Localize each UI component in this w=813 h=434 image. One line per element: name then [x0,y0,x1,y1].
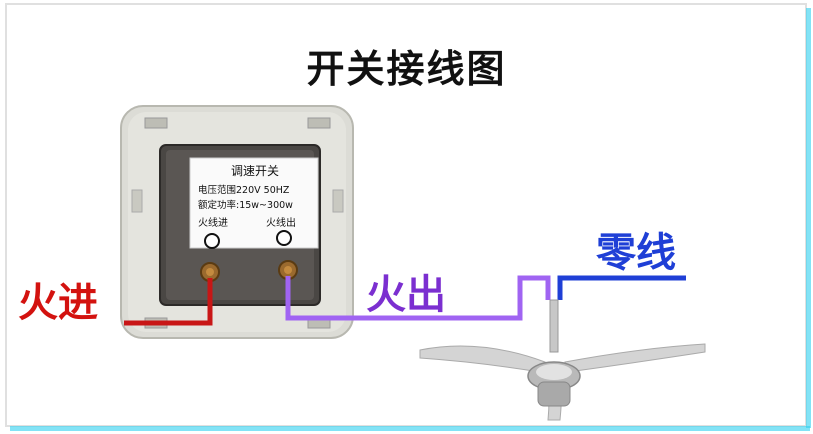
switch-name-label: 调速开关 [230,164,279,178]
ceiling-fan [419,299,706,421]
terminal-in-label: 火线进 [198,218,228,229]
voltage-spec-label: 电压范围220V 50HZ [198,185,290,196]
live-out-wire [285,275,551,321]
neutral-label: 零线 [596,230,676,276]
power-spec-label: 额定功率:15w~300w [198,200,293,211]
neutral-wire [557,275,686,300]
terminal-out-label: 火线出 [266,218,296,229]
live-out-label: 火出 [366,272,446,318]
live-in-wire [124,278,213,326]
switch-plate [120,105,354,339]
diagram-title: 开关接线图 [306,47,507,91]
live-in-label: 火进 [18,280,98,326]
